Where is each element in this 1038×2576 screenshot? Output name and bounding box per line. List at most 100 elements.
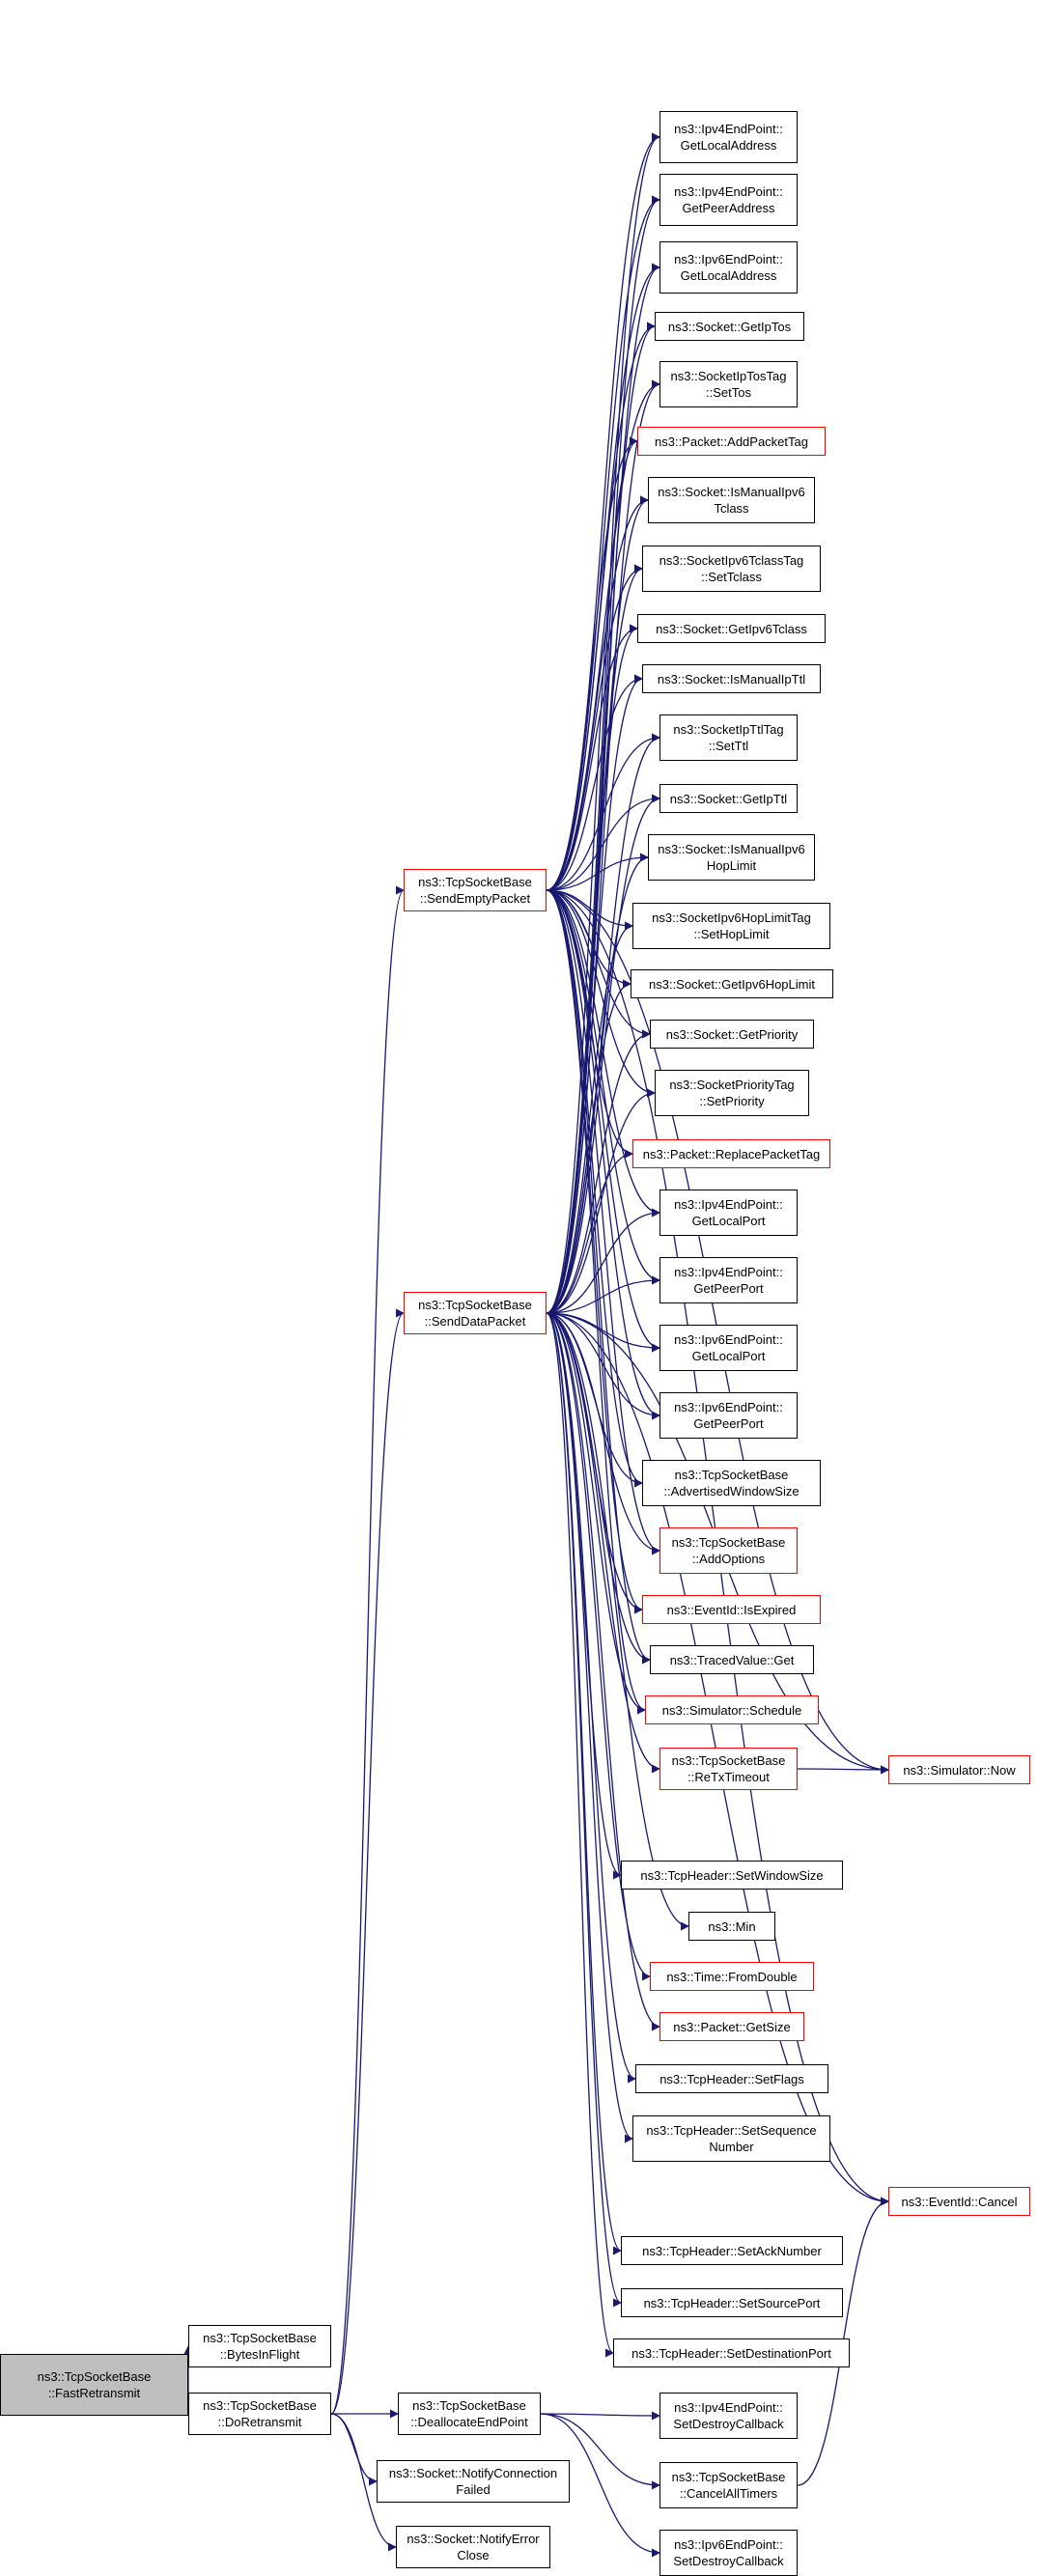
edge-senddata-to-setflags	[546, 1312, 636, 2084]
node-setwindowsize[interactable]: ns3::TcpHeader::SetWindowSize	[621, 1861, 843, 1890]
node-label-line: ns3::SocketIpv6TclassTag	[659, 553, 804, 568]
node-label-line: GetLocalAddress	[680, 138, 777, 153]
node-setttl[interactable]: ns3::SocketIpTtlTag::SetTtl	[659, 714, 798, 761]
edge-sendempty-to-tracedget	[546, 889, 651, 1665]
node-label-line: ns3::TcpSocketBase	[671, 1753, 786, 1768]
node-min[interactable]: ns3::Min	[688, 1912, 775, 1941]
node-setack[interactable]: ns3::TcpHeader::SetAckNumber	[621, 2236, 843, 2265]
node-label-line: ns3::Socket::GetIpv6HopLimit	[649, 976, 815, 992]
node-getpriority[interactable]: ns3::Socket::GetPriority	[650, 1020, 814, 1049]
edge-sendempty-to-getipttl	[546, 794, 660, 891]
edge-sendempty-to-schedule	[546, 889, 646, 1715]
node-label-line: GetPeerAddress	[682, 201, 775, 215]
node-ipv4localaddr[interactable]: ns3::Ipv4EndPoint::GetLocalAddress	[659, 111, 798, 163]
node-label-line: ::ReTxTimeout	[687, 1770, 770, 1784]
node-label-line: ::SetHopLimit	[693, 927, 770, 941]
node-settos[interactable]: ns3::SocketIpTosTag::SetTos	[659, 361, 798, 407]
edge-sendempty-to-getv6tclass	[546, 624, 638, 891]
node-label-line: ns3::TcpHeader::SetSequence	[646, 2123, 817, 2138]
node-label-line: GetLocalAddress	[680, 268, 777, 283]
node-tracedget[interactable]: ns3::TracedValue::Get	[650, 1645, 814, 1674]
node-cancel[interactable]: ns3::EventId::Cancel	[888, 2187, 1030, 2216]
node-label-line: ns3::TcpHeader::SetFlags	[659, 2071, 804, 2086]
node-label-line: ::SetTos	[706, 385, 751, 400]
node-label-line: ns3::SocketIpv6HopLimitTag	[652, 910, 811, 925]
edge-dealloc-to-ipv4setdestroy	[540, 2411, 660, 2421]
node-label-line: ns3::Ipv6EndPoint::	[674, 1332, 783, 1347]
node-ipv6localport[interactable]: ns3::Ipv6EndPoint::GetLocalPort	[659, 1325, 798, 1371]
node-setflags[interactable]: ns3::TcpHeader::SetFlags	[635, 2064, 828, 2093]
node-label-line: ::BytesInFlight	[219, 2347, 300, 2362]
node-label-line: ns3::Ipv6EndPoint::	[674, 2537, 783, 2552]
node-replacepackettag[interactable]: ns3::Packet::ReplacePacketTag	[632, 1139, 830, 1168]
node-label-line: ns3::Socket::IsManualIpv6	[658, 485, 805, 499]
node-label-line: ns3::TcpHeader::SetSourcePort	[643, 2295, 821, 2310]
node-ipv6setdestroy[interactable]: ns3::Ipv6EndPoint::SetDestroyCallback	[659, 2530, 798, 2576]
node-label-line: Failed	[456, 2482, 491, 2497]
node-sethoplimit[interactable]: ns3::SocketIpv6HopLimitTag::SetHopLimit	[632, 903, 830, 949]
node-sendempty[interactable]: ns3::TcpSocketBase::SendEmptyPacket	[404, 869, 547, 911]
node-advwin[interactable]: ns3::TcpSocketBase::AdvertisedWindowSize	[642, 1460, 821, 1506]
node-setsrcport[interactable]: ns3::TcpHeader::SetSourcePort	[621, 2288, 843, 2317]
node-bytesinflight[interactable]: ns3::TcpSocketBase::BytesInFlight	[188, 2325, 331, 2367]
node-ipv4setdestroy[interactable]: ns3::Ipv4EndPoint::SetDestroyCallback	[659, 2393, 798, 2439]
node-label-line: HopLimit	[706, 858, 757, 873]
node-label-line: ns3::TcpSocketBase	[203, 2331, 317, 2345]
node-label-line: ns3::Ipv4EndPoint::	[674, 1197, 783, 1212]
node-getsize[interactable]: ns3::Packet::GetSize	[659, 2012, 804, 2041]
node-doretx[interactable]: ns3::TcpSocketBase::DoRetransmit	[188, 2393, 331, 2435]
node-getiptos[interactable]: ns3::Socket::GetIpTos	[655, 312, 804, 341]
node-addpackettag[interactable]: ns3::Packet::AddPacketTag	[637, 427, 826, 456]
node-label-line: ::SendEmptyPacket	[419, 891, 531, 906]
node-ipv4localport[interactable]: ns3::Ipv4EndPoint::GetLocalPort	[659, 1190, 798, 1236]
node-fromdouble[interactable]: ns3::Time::FromDouble	[650, 1962, 814, 1991]
edge-senddata-to-setsrcport	[546, 1312, 622, 2308]
node-schedule[interactable]: ns3::Simulator::Schedule	[645, 1695, 819, 1724]
node-setdstport[interactable]: ns3::TcpHeader::SetDestinationPort	[613, 2338, 850, 2367]
edge-senddata-to-getv6hop	[546, 979, 631, 1314]
node-label-line: ns3::Socket::NotifyConnection	[388, 2466, 558, 2480]
edge-senddata-to-min	[546, 1312, 689, 1931]
node-ipv6peerport[interactable]: ns3::Ipv6EndPoint::GetPeerPort	[659, 1392, 798, 1439]
node-settclass[interactable]: ns3::SocketIpv6TclassTag::SetTclass	[642, 546, 821, 592]
node-ipv4peeraddr[interactable]: ns3::Ipv4EndPoint::GetPeerAddress	[659, 174, 798, 226]
edge-senddata-to-setdstport	[546, 1312, 614, 2358]
edge-dealloc-to-cancelalltimers	[540, 2413, 660, 2490]
node-cancelalltimers[interactable]: ns3::TcpSocketBase::CancelAllTimers	[659, 2462, 798, 2508]
node-label-line: ns3::TracedValue::Get	[669, 1652, 795, 1667]
node-getipttl[interactable]: ns3::Socket::GetIpTtl	[659, 784, 798, 813]
edge-senddata-to-setpriority	[546, 1088, 656, 1314]
node-label-line: ::SetPriority	[699, 1094, 765, 1108]
edge-senddata-to-getpriority	[546, 1029, 651, 1314]
edge-senddata-to-sethoplimit	[546, 921, 633, 1314]
node-label-line: ::AddOptions	[691, 1552, 766, 1566]
node-getv6hop[interactable]: ns3::Socket::GetIpv6HopLimit	[631, 969, 833, 998]
node-label-line: ::AdvertisedWindowSize	[663, 1484, 800, 1498]
edge-sendempty-to-advwin	[546, 889, 643, 1488]
node-label-line: ns3::EventId::Cancel	[901, 2194, 1018, 2209]
node-setpriority[interactable]: ns3::SocketPriorityTag::SetPriority	[655, 1070, 809, 1116]
node-addoptions[interactable]: ns3::TcpSocketBase::AddOptions	[659, 1527, 798, 1574]
edge-doretx-to-notifyconnfail	[330, 2413, 378, 2486]
node-now[interactable]: ns3::Simulator::Now	[888, 1755, 1030, 1784]
node-ipv6localaddr[interactable]: ns3::Ipv6EndPoint::GetLocalAddress	[659, 241, 798, 294]
node-label-line: ns3::Ipv4EndPoint::	[674, 122, 783, 136]
node-ipv4peerport[interactable]: ns3::Ipv4EndPoint::GetPeerPort	[659, 1257, 798, 1303]
node-label-line: ns3::Simulator::Now	[903, 1762, 1016, 1778]
node-isexpired[interactable]: ns3::EventId::IsExpired	[642, 1595, 821, 1624]
node-dealloc[interactable]: ns3::TcpSocketBase::DeallocateEndPoint	[398, 2393, 541, 2435]
edge-senddata-to-ipv4localport	[546, 1208, 660, 1314]
node-label-line: ns3::Socket::GetIpv6Tclass	[656, 621, 807, 636]
node-getv6tclass[interactable]: ns3::Socket::GetIpv6Tclass	[637, 614, 826, 643]
edge-sendempty-to-ipv4peerport	[546, 889, 660, 1285]
node-rtxtimeout[interactable]: ns3::TcpSocketBase::ReTxTimeout	[659, 1748, 798, 1790]
node-label-line: ns3::Socket::GetIpTos	[667, 319, 792, 334]
node-senddata[interactable]: ns3::TcpSocketBase::SendDataPacket	[404, 1292, 547, 1334]
node-label-line: GetLocalPort	[691, 1349, 766, 1363]
node-ismanualipttl[interactable]: ns3::Socket::IsManualIpTtl	[642, 664, 821, 693]
